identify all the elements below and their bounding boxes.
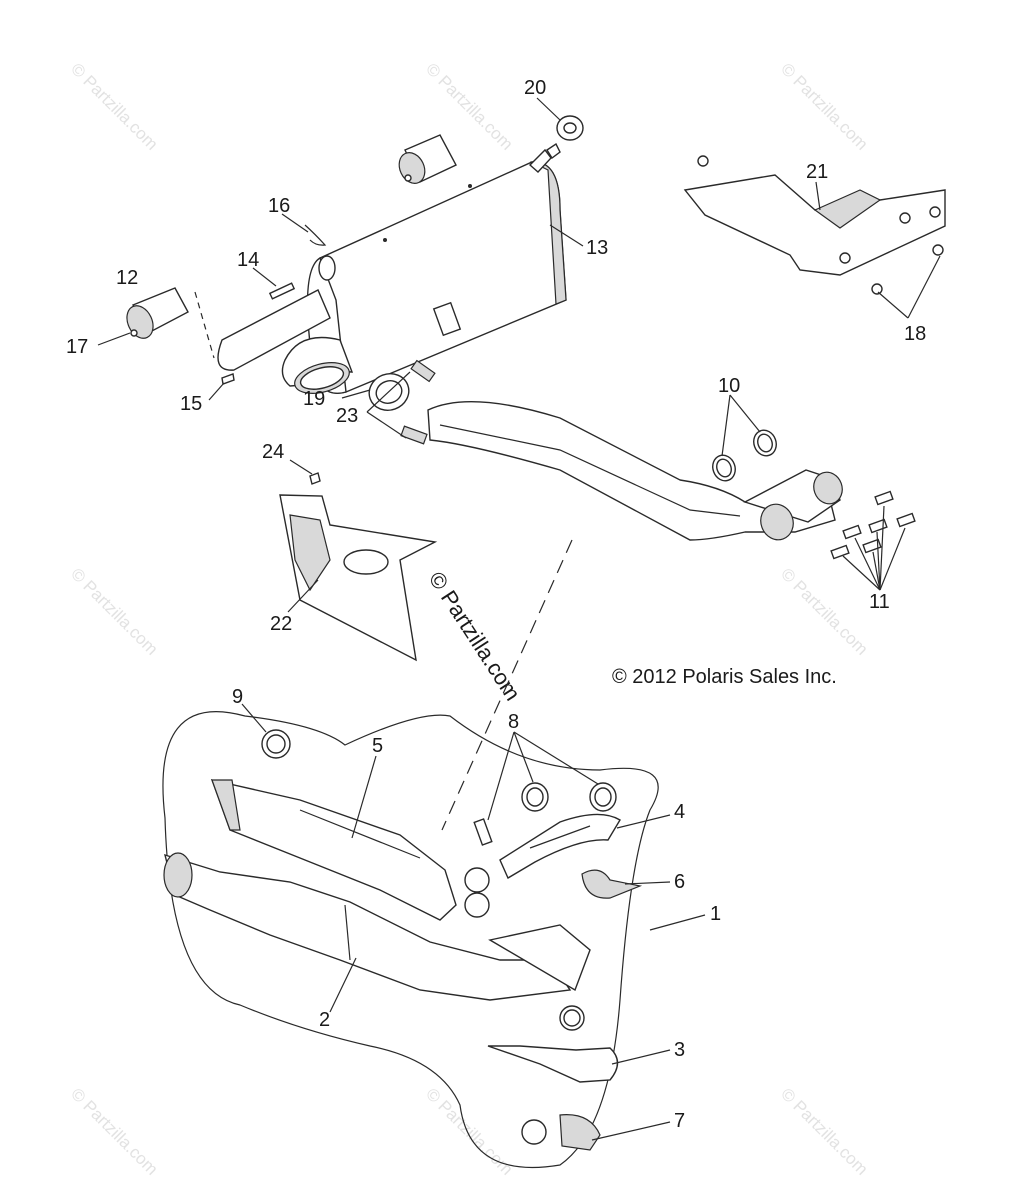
clip-part-16	[304, 224, 327, 246]
callout-13: 13	[586, 237, 608, 259]
callout-12: 12	[116, 267, 138, 289]
kit-outline-part-1	[162, 711, 659, 1169]
leader-lines	[97, 97, 941, 1141]
callout-10: 10	[718, 375, 740, 397]
spark-arrestor-top	[398, 134, 457, 184]
callout-14: 14	[237, 249, 259, 271]
watermark-mid-right: © Partzilla.com	[777, 564, 871, 658]
dashed-tie-12	[194, 291, 215, 359]
head-pipe-part-2	[163, 852, 591, 1001]
screw-part-15	[221, 373, 235, 385]
pin-part-14	[268, 282, 296, 300]
heat-shield-part-21	[683, 155, 946, 276]
callout-15: 15	[180, 393, 202, 415]
callout-5: 5	[372, 735, 383, 757]
callout-numbers: 20 21 16 13 14 12 18 17 10 15 19 23 24 1…	[66, 77, 926, 1132]
callout-17: 17	[66, 336, 88, 358]
heat-shield-part-22	[279, 494, 438, 662]
screw-part-24	[309, 472, 321, 485]
copyright-text: © 2012 Polaris Sales Inc.	[612, 666, 837, 688]
callout-23: 23	[336, 405, 358, 427]
clamp-part-9	[261, 729, 291, 759]
head-pipe-assembly-upper	[427, 400, 843, 541]
heat-shield-part-5	[210, 779, 457, 921]
callout-19: 19	[303, 388, 325, 410]
shield-part-7	[521, 1114, 601, 1151]
watermark-top-right: © Partzilla.com	[777, 59, 871, 153]
callout-4: 4	[674, 801, 685, 823]
callout-3: 3	[674, 1039, 685, 1061]
spark-arrestor-part-12	[126, 287, 189, 339]
bolts-part-11	[830, 490, 916, 560]
watermark-bottom-center: © Partzilla.com	[422, 1084, 516, 1178]
fastener-top-21	[697, 155, 709, 167]
callout-1: 1	[710, 903, 721, 925]
callout-7: 7	[674, 1110, 685, 1132]
watermark-top-left: © Partzilla.com	[67, 59, 161, 153]
rivets-part-18	[871, 244, 944, 295]
callout-6: 6	[674, 871, 685, 893]
callout-24: 24	[262, 441, 284, 463]
shield-part-6	[581, 869, 643, 899]
central-watermark: © Partzilla.com	[424, 567, 526, 705]
callout-20: 20	[524, 77, 546, 99]
watermark-mid-left: © Partzilla.com	[67, 564, 161, 658]
callout-22: 22	[270, 613, 292, 635]
watermark-bottom-left: © Partzilla.com	[67, 1084, 161, 1178]
gaskets-part-10	[712, 429, 777, 482]
pipe-part-4	[499, 813, 621, 880]
callout-9: 9	[232, 686, 243, 708]
callout-18: 18	[904, 323, 926, 345]
callout-2: 2	[319, 1009, 330, 1031]
dashed-assembly-line	[441, 539, 573, 831]
springs-part-23	[400, 359, 436, 445]
callout-8: 8	[508, 711, 519, 733]
clamps-part-8	[464, 782, 617, 918]
callout-21: 21	[806, 161, 828, 183]
watermark-bottom-right: © Partzilla.com	[777, 1084, 871, 1178]
grommet-part-20	[556, 115, 584, 141]
pipe-part-3	[487, 1005, 619, 1083]
muffler-part-13	[217, 142, 567, 394]
callout-11: 11	[869, 591, 890, 613]
callout-16: 16	[268, 195, 290, 217]
